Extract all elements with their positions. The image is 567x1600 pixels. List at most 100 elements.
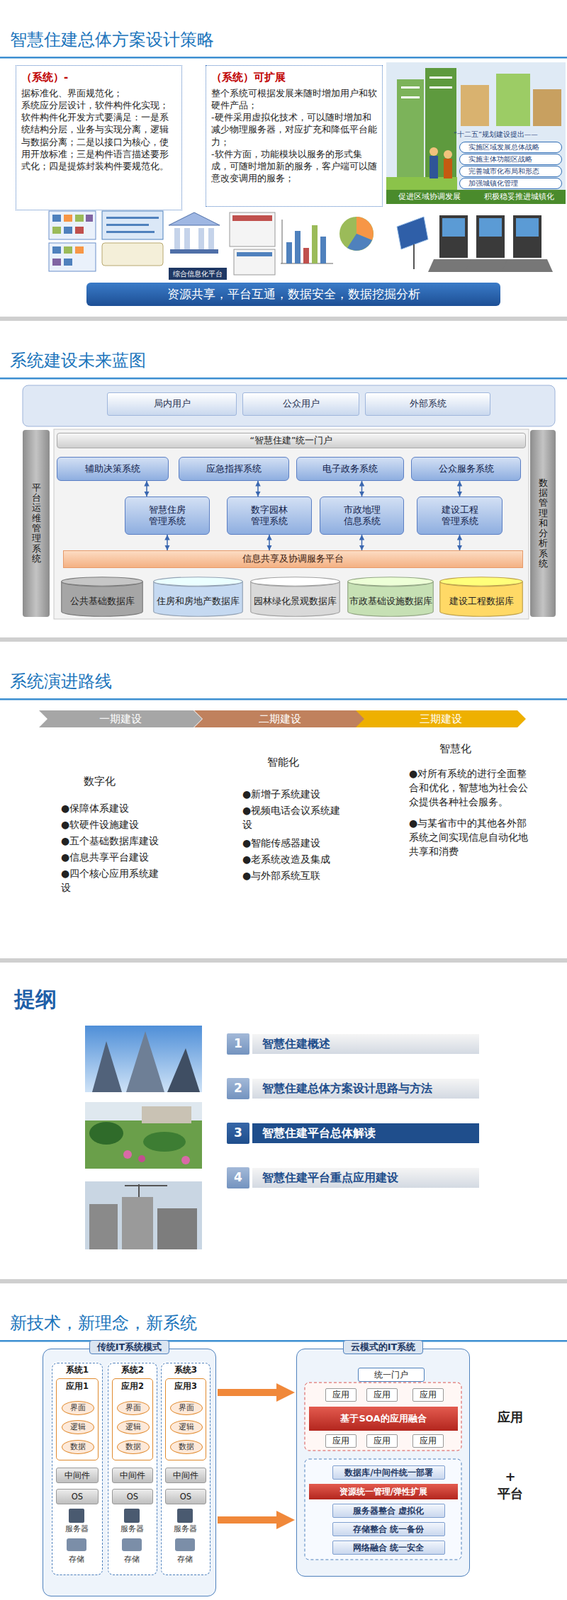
system-box: 电子政务系统 <box>296 457 404 482</box>
side-label: 平台 <box>489 1486 532 1503</box>
chart-bar <box>311 225 318 264</box>
node-text: 数据库/中间件统一部署 <box>344 1468 433 1479</box>
node-text: OS <box>71 1492 83 1503</box>
system-column: 系统2应用2界面逻辑数据中间件OS <box>107 1363 158 1577</box>
bullet-item: ●与某省市中的其他各外部系统之间实现信息自动化地共享和消费 <box>408 816 531 860</box>
portal-box: 统一门户 <box>357 1368 425 1383</box>
building <box>425 68 457 190</box>
photo-building <box>121 1197 154 1251</box>
cylinder-body <box>250 581 341 617</box>
poster-ground <box>386 62 566 190</box>
side-bar: 数据管理和分析系统 <box>530 430 556 618</box>
stack-box: 中间件 <box>111 1468 154 1485</box>
storage-icon <box>121 1539 142 1553</box>
column-ground <box>160 1362 210 1576</box>
chart-bar <box>303 248 310 264</box>
node-text: 促进区域协调发展 <box>398 192 461 202</box>
system-box: 智慧住房管理系统 <box>124 496 210 536</box>
node-text: 公众服务系统 <box>438 463 494 475</box>
node-text: 4 <box>233 1170 243 1186</box>
outline-bar: 智慧住建平台总体解读 <box>252 1124 480 1144</box>
node-text: 整个系统可根据发展来随时增加用户和软硬件产品； <box>211 87 378 112</box>
grid-panel <box>48 211 96 240</box>
node-text: 应用3 <box>165 1379 206 1392</box>
app-box: 应用1界面逻辑数据 <box>55 1379 99 1462</box>
flow-arrow <box>217 1517 277 1525</box>
connector <box>268 535 271 551</box>
side-label: 应用 <box>489 1410 532 1427</box>
grid-cell <box>63 214 73 222</box>
grid-cell <box>63 246 73 254</box>
app-box: 应用 <box>325 1389 357 1403</box>
panel-ground <box>296 1349 470 1578</box>
chevron-body <box>194 710 366 728</box>
bullet-item: ●与外部系统互联 <box>242 868 349 884</box>
platform-box: 服务器整合 虚拟化 <box>332 1504 446 1519</box>
column <box>184 228 190 250</box>
chart-bar <box>286 242 293 264</box>
node-text: 基于SOA的应用融合 <box>340 1413 426 1426</box>
pie-slice <box>347 233 373 251</box>
platform-box: 存储整合 统一备份 <box>332 1523 446 1538</box>
stack-box: OS <box>111 1489 154 1506</box>
system-column: 系统3应用3界面逻辑数据中间件OS <box>160 1363 211 1577</box>
grid-panel <box>48 243 96 272</box>
node-text: 据标准化、界面规范化； <box>21 87 177 100</box>
terminal-screen <box>479 218 502 237</box>
screenshot-bar <box>232 215 273 222</box>
node-text: 存储整合 统一备份 <box>352 1525 424 1536</box>
grid-cell <box>85 214 93 222</box>
node-text: 应用 <box>419 1436 437 1447</box>
text-panel: （系统）-据标准化、界面规范化；系统应分层设计，软件构件化实现；软件构件化开发方… <box>15 65 183 211</box>
slide-ground <box>0 321 567 638</box>
system-box: 辅助决策系统 <box>56 457 169 482</box>
node-text: 建设工程数据库 <box>449 596 514 608</box>
column <box>198 228 205 250</box>
photo-building <box>141 1107 192 1125</box>
column <box>174 228 181 250</box>
grid-cell <box>52 258 61 266</box>
cylinder-body <box>61 581 144 617</box>
title-rule <box>0 377 567 380</box>
outline-bar: 智慧住建总体方案设计思路与方法 <box>252 1079 480 1100</box>
slide-ground <box>0 642 567 959</box>
building <box>532 89 562 127</box>
grid-cell <box>52 246 61 254</box>
column <box>208 228 215 250</box>
phase-heading: 智慧化 <box>439 742 497 757</box>
title-rule <box>0 56 567 59</box>
number-box: 2 <box>226 1078 250 1100</box>
slide-ground <box>0 963 567 1281</box>
node-text: 系统应分层设计，软件构件化实现； <box>21 99 177 112</box>
icon-label: 服务器 <box>55 1525 98 1536</box>
bullet-item: ●五个基础数据库建设 <box>60 834 164 849</box>
node-text: 新技术，新理念，新系统 <box>9 1314 567 1335</box>
photo-building <box>92 1041 122 1093</box>
node-text: 统一门户 <box>374 1370 409 1382</box>
icon-label: 服务器 <box>110 1525 154 1536</box>
connector <box>166 535 168 551</box>
node-text: 数字园林管理系统 <box>248 504 290 529</box>
doc-box <box>102 211 164 240</box>
node-text: 逻辑 <box>70 1423 86 1434</box>
strategy-pill: 加强城镇化管理 <box>459 177 563 190</box>
cylinder-top <box>440 577 524 587</box>
node-text: 智慧住建平台重点应用建设 <box>262 1171 399 1186</box>
node-text: 应用 <box>373 1390 391 1401</box>
storage-icon <box>175 1539 195 1553</box>
node-text: 数据 <box>70 1443 86 1453</box>
node-text: 住房和房地产数据库 <box>156 596 240 608</box>
layer-oval: 界面 <box>170 1401 203 1417</box>
connector <box>459 481 461 497</box>
database-cylinder: 公共基础数据库 <box>60 576 144 618</box>
slide-panel: 智慧住建总体方案设计策略（系统）-据标准化、界面规范化；系统应分层设计，软件构件… <box>0 0 567 317</box>
icon-label: 服务器 <box>163 1525 207 1536</box>
node-text: 1 <box>233 1036 243 1052</box>
node-text: 软件构件化开发方式要满足：一是系统结构分层，业务与实现分离，逻辑与数据分离；二是… <box>21 111 177 173</box>
building <box>396 79 424 190</box>
app-box: 应用 <box>366 1389 398 1403</box>
system-box: 应急指挥系统 <box>178 457 290 482</box>
building-base <box>170 249 219 254</box>
layer-oval: 数据 <box>116 1440 150 1456</box>
